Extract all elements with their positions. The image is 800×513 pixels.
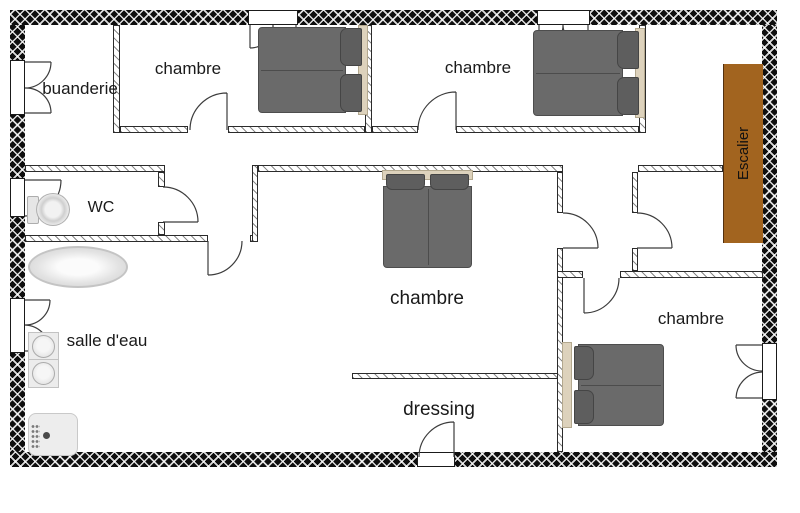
closet-door [636,212,673,249]
exterior-wall-left [10,353,25,467]
french-window-swing [735,344,763,399]
chambre2-window-opening [537,10,590,25]
chambre1-door [189,92,228,131]
chambre-bottom-right-door [583,277,620,314]
exterior-wall-left [10,25,25,60]
interior-wall [456,126,639,133]
room-label-dressing: dressing [403,399,475,420]
interior-wall [158,172,165,187]
exterior-wall-left [10,217,25,298]
exterior-wall-right [762,25,777,343]
interior-wall [632,172,638,213]
interior-wall [620,271,763,278]
room-label-salle-deau: salle d'eau [66,331,148,350]
exterior-wall-top [10,10,248,25]
interior-wall [372,126,418,133]
interior-wall [352,373,558,379]
shower-tray [28,413,78,456]
interior-wall [638,165,723,172]
bed-chambre-bottom-right [562,342,664,428]
salle-deau-door-opening [10,298,25,353]
interior-wall [25,165,165,172]
chambre1-window-opening [248,10,298,25]
room-label-chambre-bottom-right: chambre [657,309,725,328]
interior-wall [557,271,583,278]
toilet-bowl [36,193,70,226]
exterior-wall-bottom [455,452,777,467]
room-label-buanderie: buanderie [42,79,118,98]
bed-chambre-center [382,170,473,270]
buanderie-door-opening [10,60,25,115]
salle-deau-inner-door [207,240,243,276]
exterior-wall-right [762,400,777,452]
interior-wall [557,172,563,213]
vanity-double-sink [28,332,59,388]
wc-door [162,186,199,223]
interior-wall [158,222,165,235]
exterior-wall-bottom [10,452,417,467]
interior-wall [120,126,188,133]
chambre2-door [417,91,457,131]
exterior-wall-left [10,115,25,178]
exterior-wall-top [298,10,537,25]
chambre-center-door [562,212,599,249]
interior-wall [25,235,208,242]
interior-wall [632,248,638,271]
dressing-door-opening [417,452,455,467]
room-label-wc: WC [87,199,115,216]
interior-wall [252,165,258,242]
room-label-chambre-top-right: chambre [444,58,512,77]
room-label-chambre-top-left: chambre [154,59,222,78]
wc-window-opening [10,178,25,217]
bed-chambre-top-left [258,25,368,115]
french-window-opening [762,343,777,400]
stairs: Escalier [723,64,763,243]
room-label-chambre-center: chambre [390,288,464,309]
bathtub [28,246,128,288]
stairs-label: Escalier [735,126,753,181]
bed-chambre-top-right [533,28,645,118]
interior-wall [113,25,120,133]
exterior-wall-top [590,10,777,25]
interior-wall [228,126,365,133]
